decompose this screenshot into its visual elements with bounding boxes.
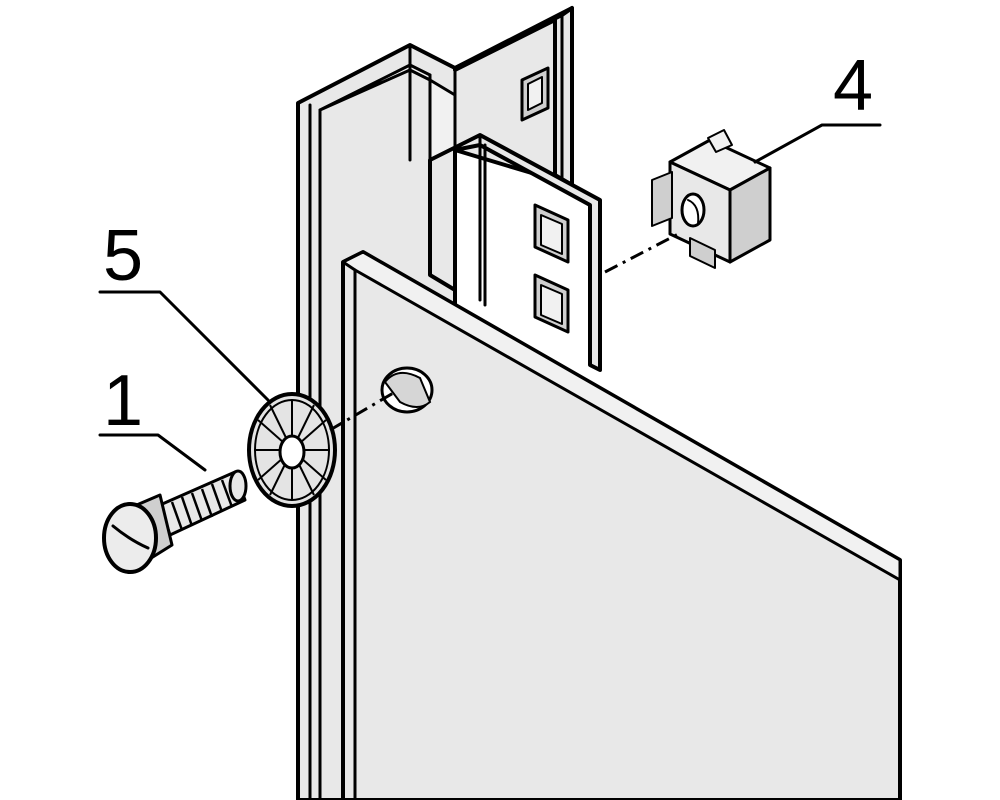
cage-nut-clip [689,237,716,269]
callout-4-number: 4 [833,46,873,126]
screw [102,469,248,574]
panel-hole [380,366,434,414]
cage-nut-clip [651,171,673,227]
post-square-slot [533,203,570,264]
cage-nut-tab [707,129,733,153]
callout-5: 5 [98,216,270,402]
washer-hole [278,434,306,470]
callout-4: 4 [753,46,882,164]
washer [247,392,337,508]
cage-nut [651,129,772,269]
screw-thread [170,479,234,531]
callout-5-number: 5 [103,216,143,296]
post-square-slot [533,273,570,334]
panel [341,250,902,800]
callout-1: 1 [98,361,207,472]
assembly-axis [329,230,683,432]
cage-nut-thread-hole [680,192,706,228]
panel-top-edge [341,250,902,582]
callout-1-number: 1 [103,361,143,441]
post-square-slot [520,66,550,122]
cage-nut-side [728,166,772,264]
screw-head-slot [111,524,150,550]
